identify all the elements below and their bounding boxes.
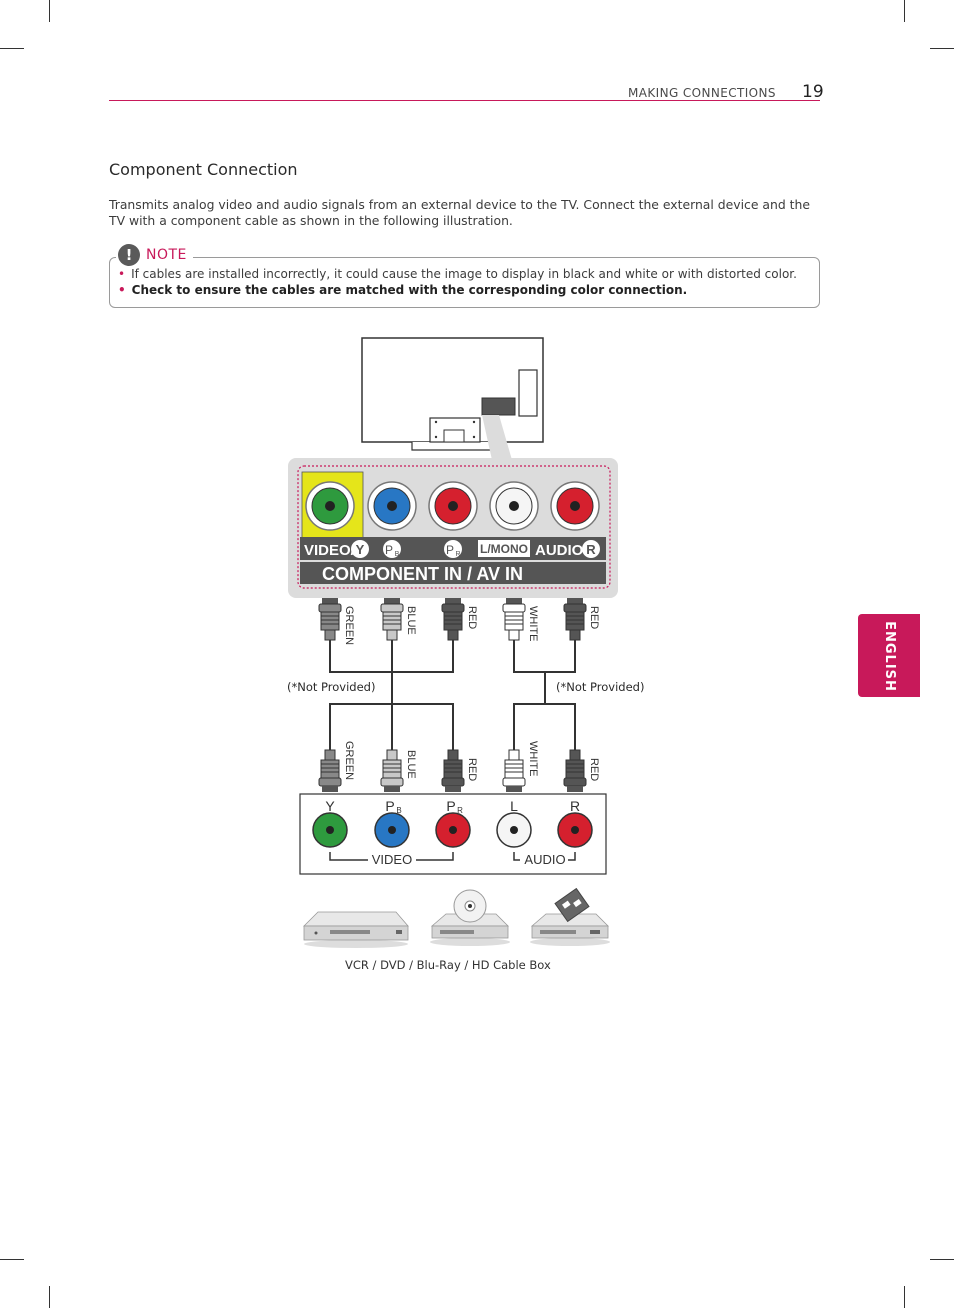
cable-plug-white-bottom	[502, 749, 526, 793]
crop-mark	[0, 48, 24, 49]
cable-label: RED	[466, 758, 478, 781]
device-jack-red-pr	[435, 812, 471, 848]
crop-mark	[904, 0, 905, 22]
section-body: Transmits analog video and audio signals…	[109, 197, 811, 228]
cable-label: RED	[588, 606, 600, 629]
panel-label-y: Y	[356, 542, 365, 557]
cable-plug-red-audio-top	[563, 597, 587, 641]
panel-label-pb: P	[385, 543, 393, 557]
cable-label: RED	[466, 606, 478, 629]
cable-plug-green-top	[318, 597, 342, 641]
not-provided-right: (*Not Provided)	[556, 680, 645, 694]
cable-label: WHITE	[527, 606, 539, 641]
panel-label-pb-sub: B	[395, 551, 400, 558]
cable-plug-red-top	[441, 597, 465, 641]
cable-plug-green-bottom	[318, 749, 342, 793]
crop-mark	[0, 1259, 24, 1260]
panel-label-lmono: L/MONO	[480, 542, 528, 556]
cable-wires	[329, 640, 576, 750]
panel-label-pr: P	[446, 543, 454, 557]
panel-jack-blue	[367, 481, 417, 531]
running-header: MAKING CONNECTIONS	[628, 86, 776, 100]
cable-label: GREEN	[343, 606, 355, 645]
device-label-pr-sub: R	[457, 806, 463, 815]
cable-box-device-icon	[530, 887, 610, 946]
note-header: ! NOTE	[116, 244, 193, 266]
device-jack-white	[496, 812, 532, 848]
device-jack-blue	[374, 812, 410, 848]
panel-jack-red-pr	[428, 481, 478, 531]
device-label-r: R	[570, 798, 580, 814]
device-label-y: Y	[325, 798, 335, 814]
cable-plug-blue-bottom	[380, 749, 404, 793]
device-label-l: L	[510, 798, 518, 814]
device-jack-green	[312, 812, 348, 848]
cable-plug-white-top	[502, 597, 526, 641]
device-label-audio: AUDIO	[524, 852, 565, 867]
crop-mark	[904, 1286, 905, 1308]
panel-label-video: VIDEO/	[304, 542, 356, 559]
note-item: •If cables are installed incorrectly, it…	[118, 267, 797, 281]
panel-jack-red-audio	[550, 481, 600, 531]
cable-plug-red-audio-bottom	[563, 749, 587, 793]
note-item: •Check to ensure the cables are matched …	[118, 283, 688, 297]
device-label-pb: P	[385, 798, 394, 814]
section-title: Component Connection	[109, 160, 298, 179]
device-label-video: VIDEO	[372, 852, 412, 867]
panel-label-r: R	[586, 542, 596, 557]
vcr-device-icon	[303, 911, 409, 948]
group-brackets	[329, 852, 576, 861]
device-label-pb-sub: B	[396, 806, 401, 815]
cable-plug-red-bottom	[441, 749, 465, 793]
exclamation-icon: !	[118, 244, 140, 266]
crop-mark	[930, 1259, 954, 1260]
cable-label: BLUE	[405, 606, 417, 635]
note-label: NOTE	[146, 247, 187, 263]
panel-label-pr-sub: R	[455, 551, 460, 558]
crop-mark	[49, 0, 50, 22]
panel-label-audio: AUDIO	[535, 542, 584, 559]
tv-back	[361, 337, 544, 460]
panel-jack-white	[489, 481, 539, 531]
cable-label: RED	[588, 758, 600, 781]
header-rule	[109, 100, 820, 101]
crop-mark	[49, 1286, 50, 1308]
not-provided-left: (*Not Provided)	[287, 680, 376, 694]
page-number: 19	[802, 82, 824, 102]
language-tab	[858, 614, 920, 697]
cable-plug-blue-top	[380, 597, 404, 641]
dvd-device-icon	[430, 889, 510, 946]
device-jack-red-audio	[557, 812, 593, 848]
crop-mark	[930, 48, 954, 49]
note-box	[109, 257, 820, 308]
cable-label: GREEN	[343, 741, 355, 780]
device-label-pr: P	[446, 798, 455, 814]
panel-title: COMPONENT IN / AV IN	[322, 564, 523, 584]
panel-jack-green	[305, 481, 355, 531]
cable-label: WHITE	[527, 741, 539, 776]
cable-label: BLUE	[405, 750, 417, 779]
device-caption: VCR / DVD / Blu-Ray / HD Cable Box	[345, 958, 551, 972]
